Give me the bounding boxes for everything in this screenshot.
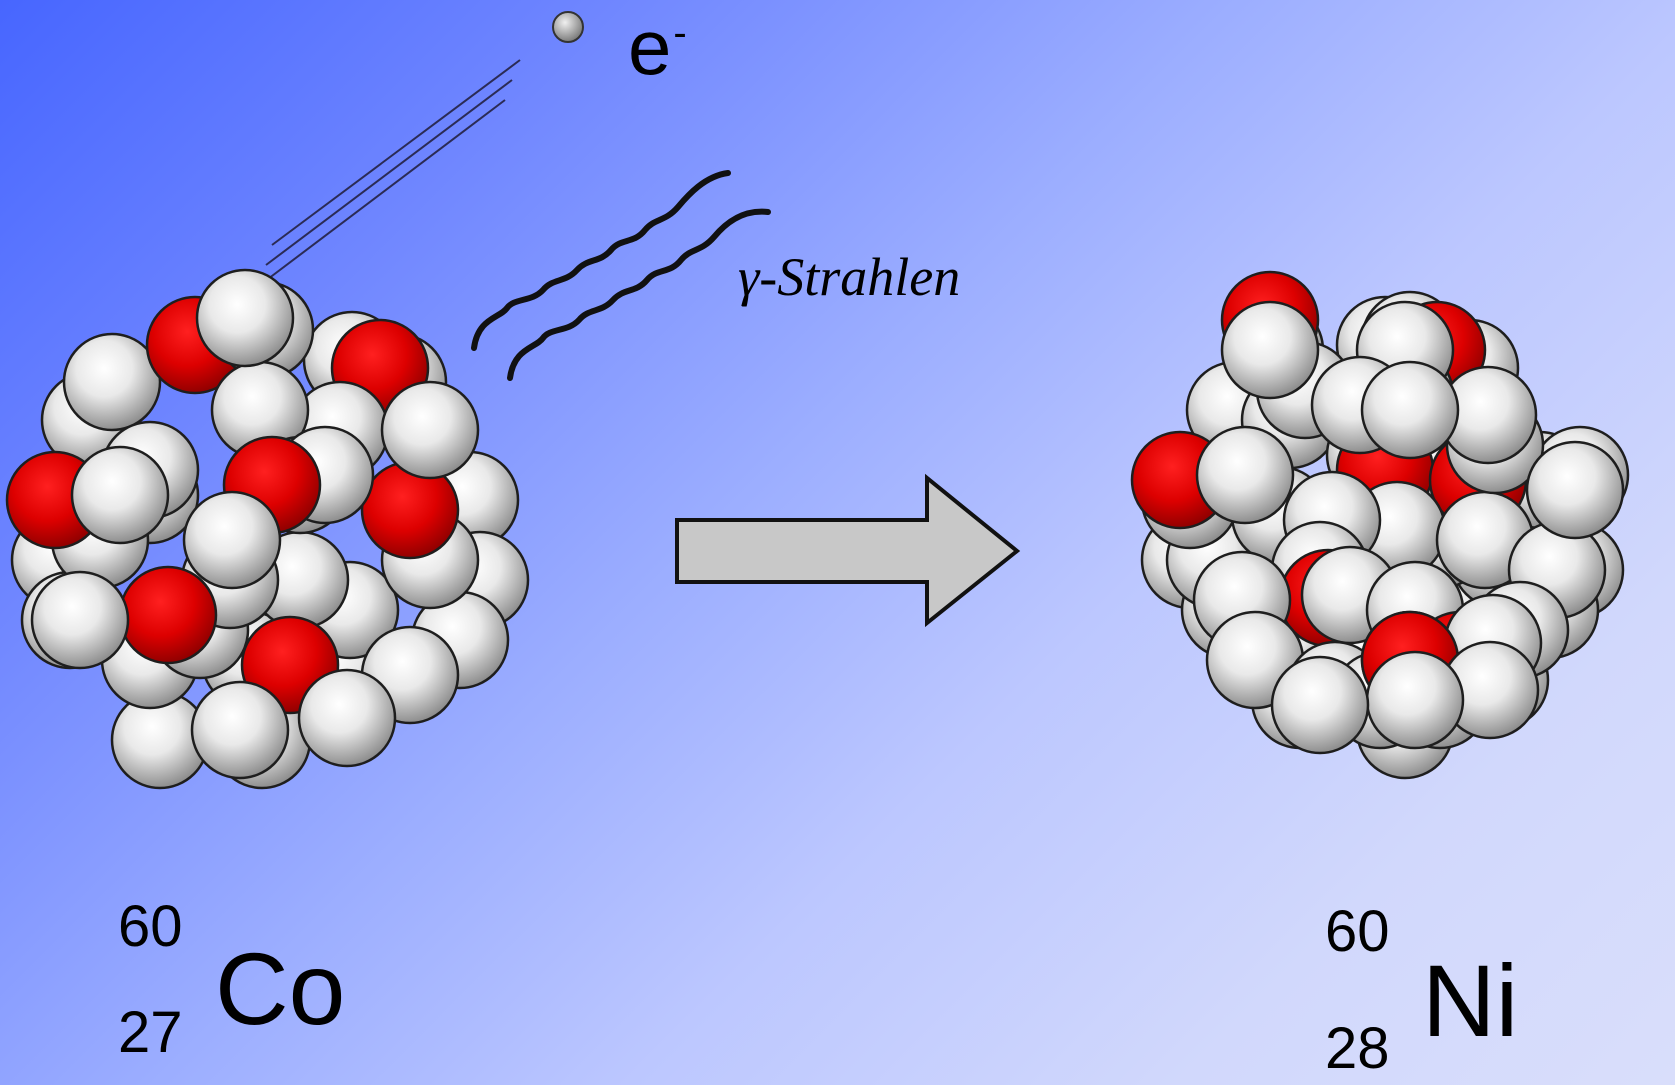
ni-60-nucleus bbox=[1130, 270, 1630, 780]
co-neutron-8 bbox=[62, 332, 162, 432]
co-neutron-34 bbox=[182, 490, 282, 590]
electron-particle bbox=[552, 11, 584, 43]
ni-neutron-64 bbox=[1365, 650, 1465, 750]
co-neutron-31 bbox=[70, 445, 170, 545]
co-neutron-40 bbox=[190, 680, 290, 780]
electron-charge: - bbox=[673, 11, 687, 55]
co-proton-35 bbox=[118, 565, 218, 665]
ni-mass-number: 60 bbox=[1325, 899, 1390, 964]
ni-neutron-61 bbox=[1360, 360, 1460, 460]
ni-element-symbol: Ni bbox=[1422, 944, 1519, 1058]
decay-arrow bbox=[675, 473, 1021, 628]
gamma-ray-waves bbox=[471, 170, 771, 381]
co-element-symbol: Co bbox=[215, 932, 346, 1046]
electron-symbol: e bbox=[628, 3, 672, 91]
ni-neutron-65 bbox=[1270, 655, 1370, 755]
gamma-ray-label: γ-Strahlen bbox=[738, 247, 961, 307]
co-mass-number: 60 bbox=[118, 894, 183, 959]
ni-neutron-46 bbox=[1525, 440, 1625, 540]
co-atomic-number: 27 bbox=[118, 1000, 183, 1065]
ni-neutron-42 bbox=[1195, 425, 1295, 525]
beta-particle-track bbox=[259, 59, 521, 286]
co-neutron-39 bbox=[297, 668, 397, 768]
electron-label: e- bbox=[628, 8, 687, 86]
co-60-nucleus bbox=[5, 268, 530, 790]
ni-neutron-56 bbox=[1220, 300, 1320, 400]
ni-atomic-number: 28 bbox=[1325, 1016, 1390, 1081]
co-neutron-36 bbox=[30, 570, 130, 670]
co-neutron-41 bbox=[380, 380, 480, 480]
co-neutron-42 bbox=[195, 268, 295, 368]
